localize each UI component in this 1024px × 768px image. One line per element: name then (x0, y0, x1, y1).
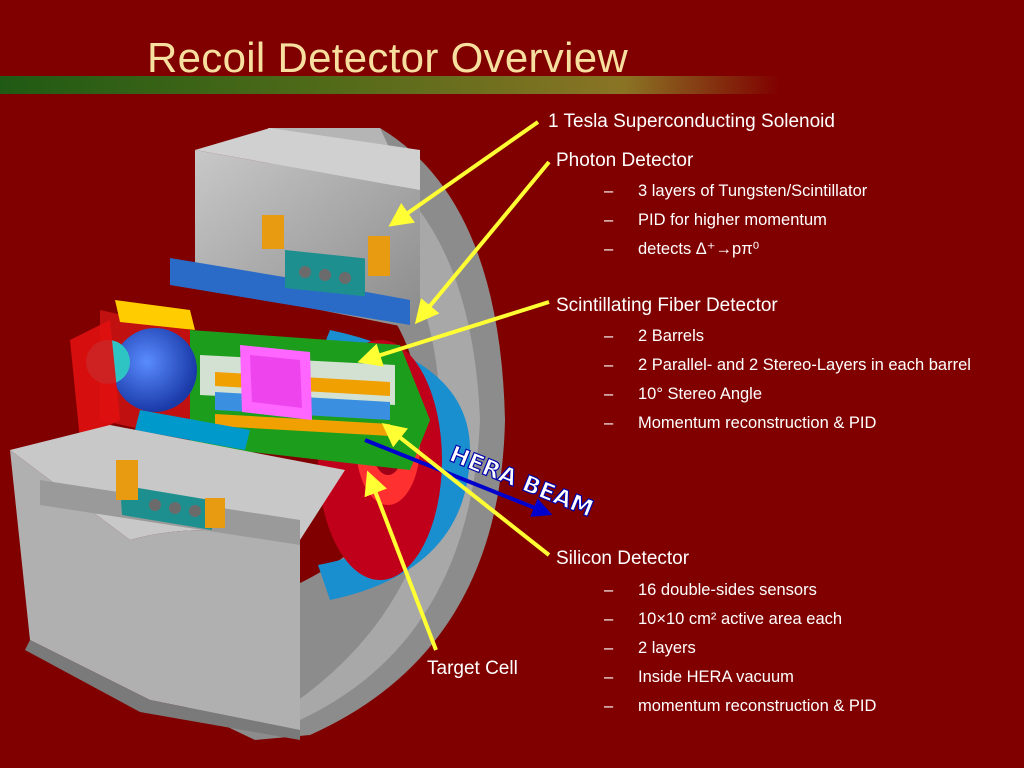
silicon-bullet-5: momentum reconstruction & PID (604, 694, 1004, 718)
arrow-solenoid (388, 120, 540, 227)
silicon-bullet-4: Inside HERA vacuum (604, 665, 1004, 689)
fiber-bullet-2: 2 Parallel- and 2 Stereo-Layers in each … (604, 353, 1000, 377)
photon-bullet-3: detects Δ⁺→pπ⁰ (604, 237, 1004, 261)
arrow-silicon-detector (381, 423, 551, 557)
slide-title: Recoil Detector Overview (147, 34, 629, 81)
arrow-fiber-detector (357, 300, 550, 367)
fiber-bullet-1: 2 Barrels (604, 324, 1000, 348)
pointer-arrows (357, 120, 551, 651)
silicon-bullet-3: 2 layers (604, 636, 1004, 660)
arrow-target-cell (364, 470, 438, 651)
arrow-photon-detector (414, 160, 551, 325)
photon-bullet-1: 3 layers of Tungsten/Scintillator (604, 179, 1004, 203)
title-underline-bar (0, 76, 780, 94)
fiber-detector-bullets: 2 Barrels 2 Parallel- and 2 Stereo-Layer… (604, 324, 1000, 440)
label-photon-detector: Photon Detector (556, 150, 694, 171)
fiber-bullet-3: 10° Stereo Angle (604, 382, 1000, 406)
hera-beam-arrow (364, 438, 553, 517)
photon-bullet-2: PID for higher momentum (604, 208, 1004, 232)
photon-detector-bullets: 3 layers of Tungsten/Scintillator PID fo… (604, 179, 1004, 266)
label-fiber-detector: Scintillating Fiber Detector (556, 295, 778, 316)
label-silicon-detector: Silicon Detector (556, 548, 690, 569)
silicon-bullet-2: 10×10 cm² active area each (604, 607, 1004, 631)
label-target-cell: Target Cell (427, 658, 518, 679)
upper-photon-detector-module (170, 215, 410, 325)
fiber-bullet-4: Momentum reconstruction & PID (604, 411, 1000, 435)
lower-detector-shell (10, 425, 345, 740)
silicon-detector-bullets: 16 double-sides sensors 10×10 cm² active… (604, 578, 1004, 723)
label-solenoid: 1 Tesla Superconducting Solenoid (548, 111, 835, 132)
silicon-bullet-1: 16 double-sides sensors (604, 578, 1004, 602)
